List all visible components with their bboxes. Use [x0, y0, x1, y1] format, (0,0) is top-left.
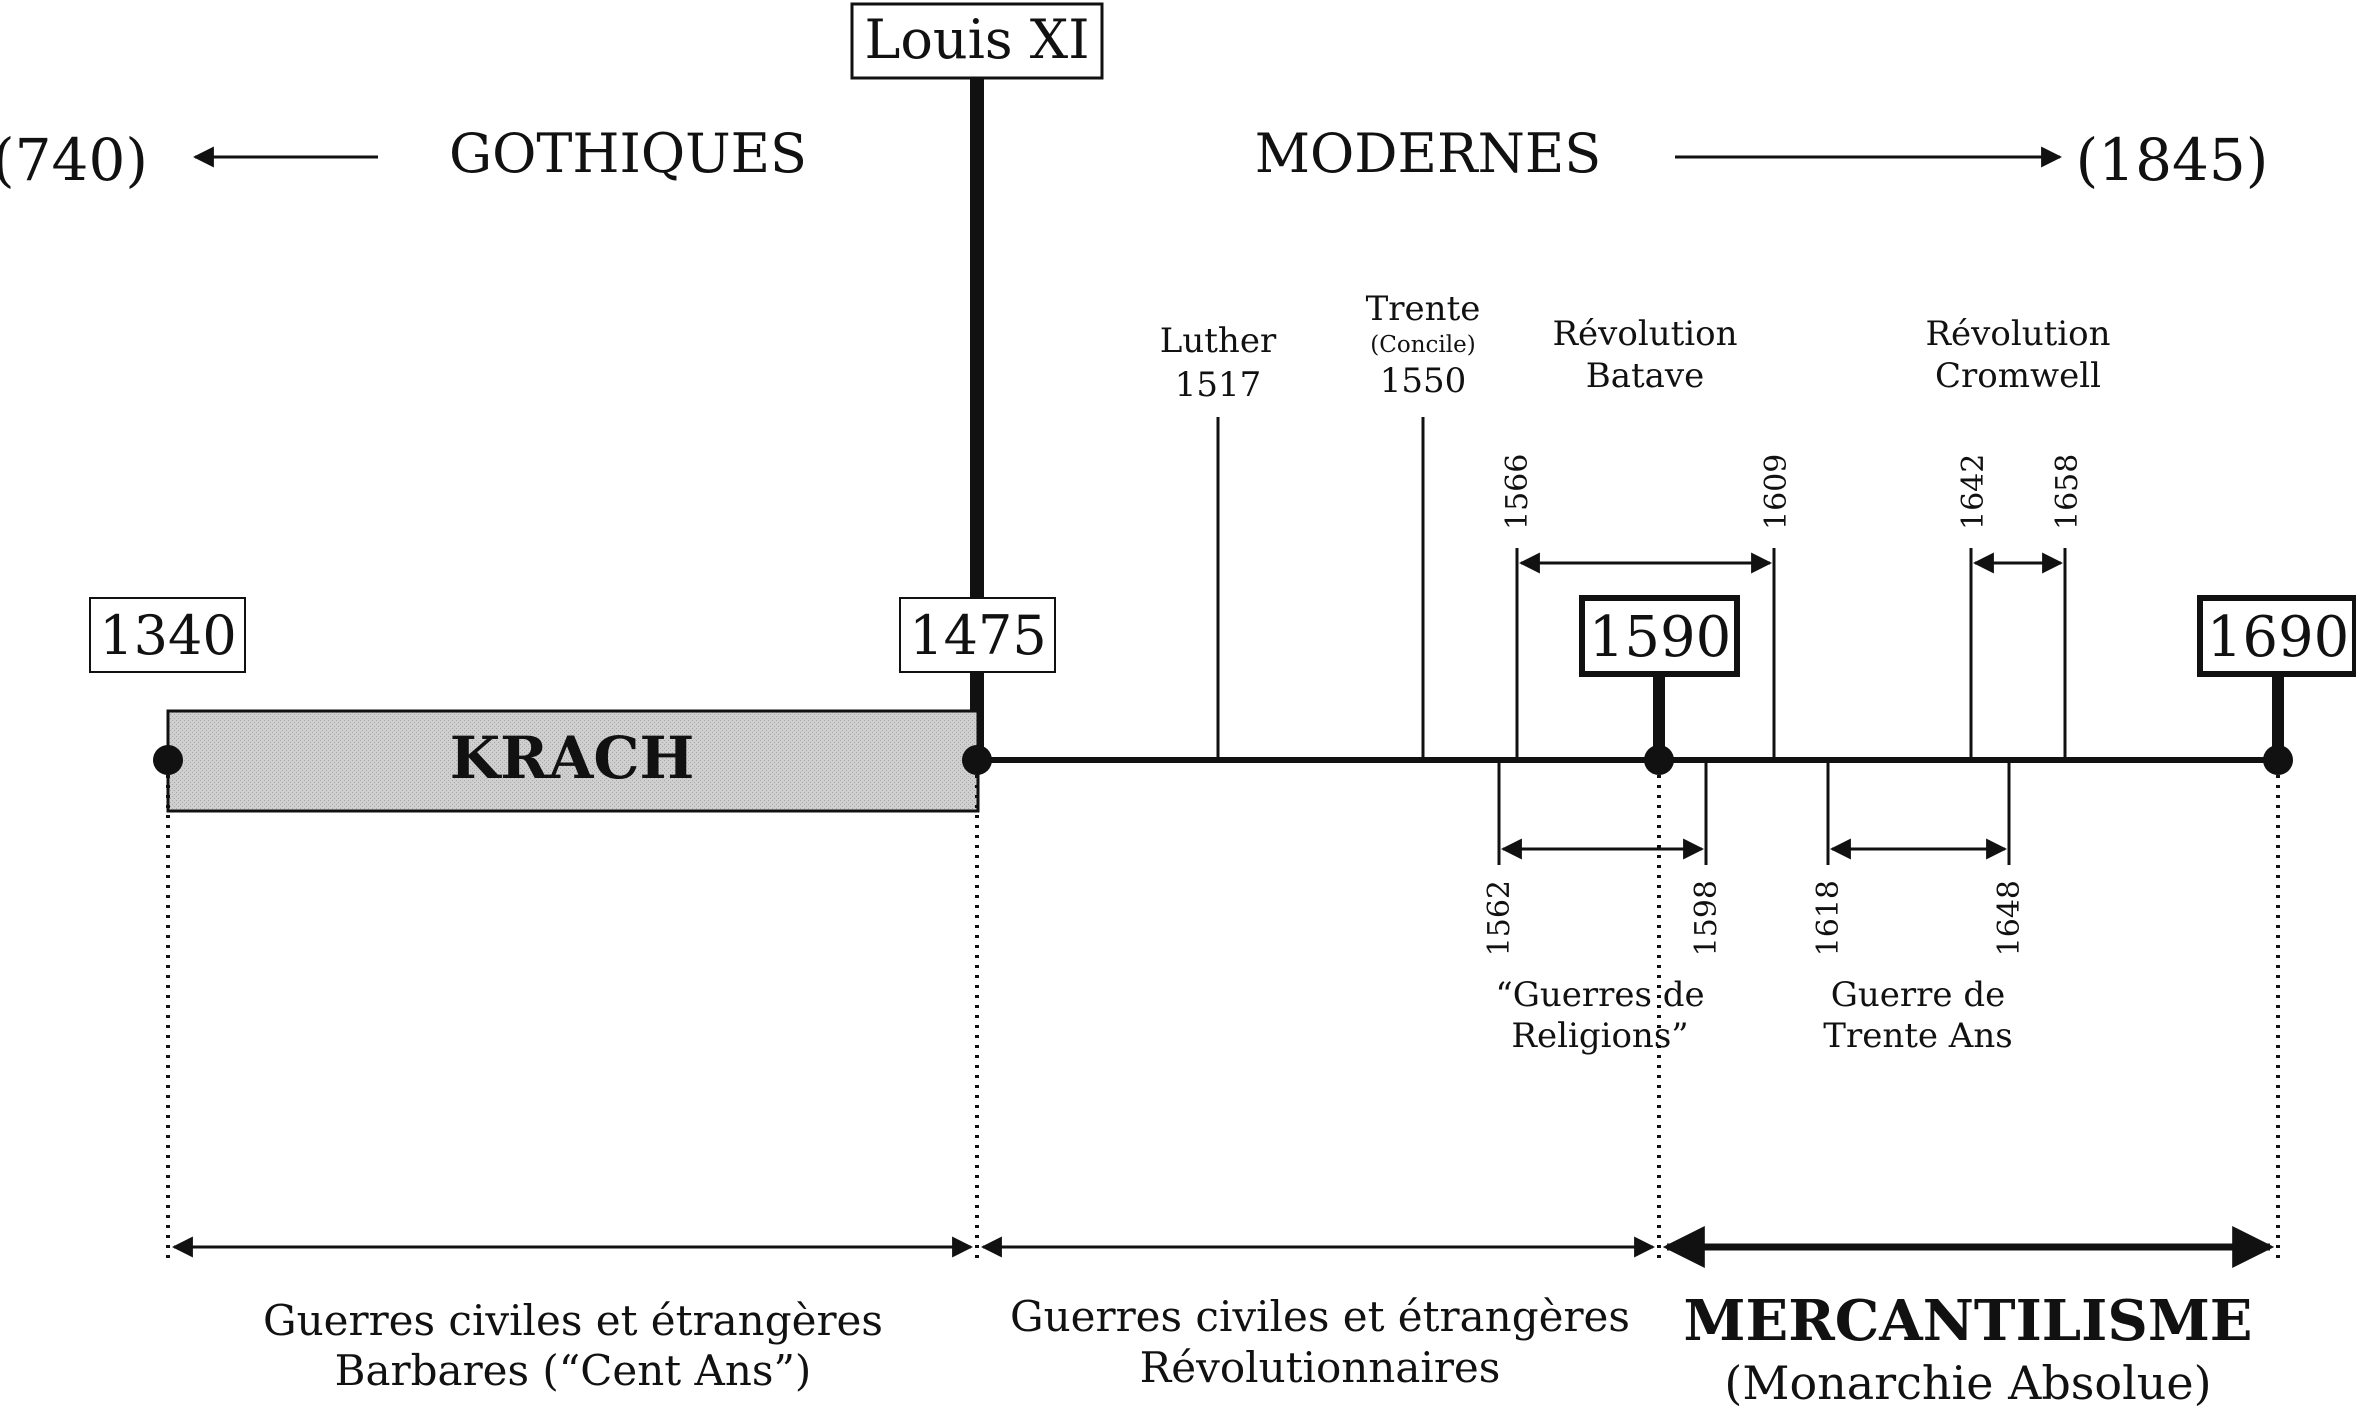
trente-note: (Concile) — [1370, 332, 1475, 358]
period2-line1: Guerres civiles et étrangères — [1010, 1292, 1630, 1341]
left-era-label: GOTHIQUES — [449, 122, 807, 185]
year-1690-label: 1690 — [2207, 605, 2350, 670]
dot-1340 — [153, 745, 183, 775]
year-1590-label: 1590 — [1589, 605, 1732, 670]
period1-line1: Guerres civiles et étrangères — [263, 1296, 883, 1345]
year-box-1690 — [2197, 595, 2356, 677]
batave-line1: Révolution — [1552, 314, 1737, 354]
cromwell-start-year: 1642 — [1956, 454, 1991, 530]
year-1340-label: 1340 — [99, 604, 236, 667]
trente-ans-start-year: 1618 — [1811, 880, 1846, 956]
period2-line2: Révolutionnaires — [1140, 1343, 1501, 1392]
year-1475-label: 1475 — [909, 604, 1046, 667]
right-era-year: (1845) — [2076, 126, 2269, 194]
luther-year: 1517 — [1175, 365, 1262, 405]
right-era-label: MODERNES — [1255, 122, 1602, 185]
period3-line1: MERCANTILISME — [1684, 1288, 2253, 1354]
louis-xi-label: Louis XI — [864, 8, 1089, 71]
dot-1475 — [962, 745, 992, 775]
religions-start-year: 1562 — [1482, 880, 1517, 956]
left-era-year: (740) — [0, 126, 148, 194]
trente-ans-end-year: 1648 — [1992, 880, 2027, 956]
year-box-1340 — [89, 597, 246, 673]
trente-year: 1550 — [1380, 361, 1467, 401]
period1-line2: Barbares (“Cent Ans”) — [335, 1346, 812, 1395]
cromwell-line2: Cromwell — [1935, 356, 2101, 396]
cromwell-end-year: 1658 — [2050, 454, 2085, 530]
louis-xi-box — [850, 2, 1104, 80]
cromwell-line1: Révolution — [1925, 314, 2110, 354]
religions-line1: “Guerres de — [1495, 975, 1704, 1015]
trente-ans-line2: Trente Ans — [1823, 1016, 2012, 1056]
year-box-1475 — [899, 597, 1056, 673]
religions-end-year: 1598 — [1689, 880, 1724, 956]
trente-name: Trente — [1366, 289, 1481, 329]
dot-1690 — [2263, 745, 2293, 775]
trente-ans-line1: Guerre de — [1831, 975, 2006, 1015]
batave-start-year: 1566 — [1500, 454, 1535, 530]
period3-line2: (Monarchie Absolue) — [1724, 1356, 2211, 1410]
batave-line2: Batave — [1586, 356, 1705, 396]
dot-1590 — [1644, 745, 1674, 775]
year-box-1590 — [1579, 595, 1740, 677]
batave-end-year: 1609 — [1759, 454, 1794, 530]
krach-label: KRACH — [450, 724, 695, 792]
krach-bar — [166, 709, 980, 813]
luther-name: Luther — [1160, 321, 1277, 361]
religions-line2: Religions” — [1511, 1016, 1688, 1056]
